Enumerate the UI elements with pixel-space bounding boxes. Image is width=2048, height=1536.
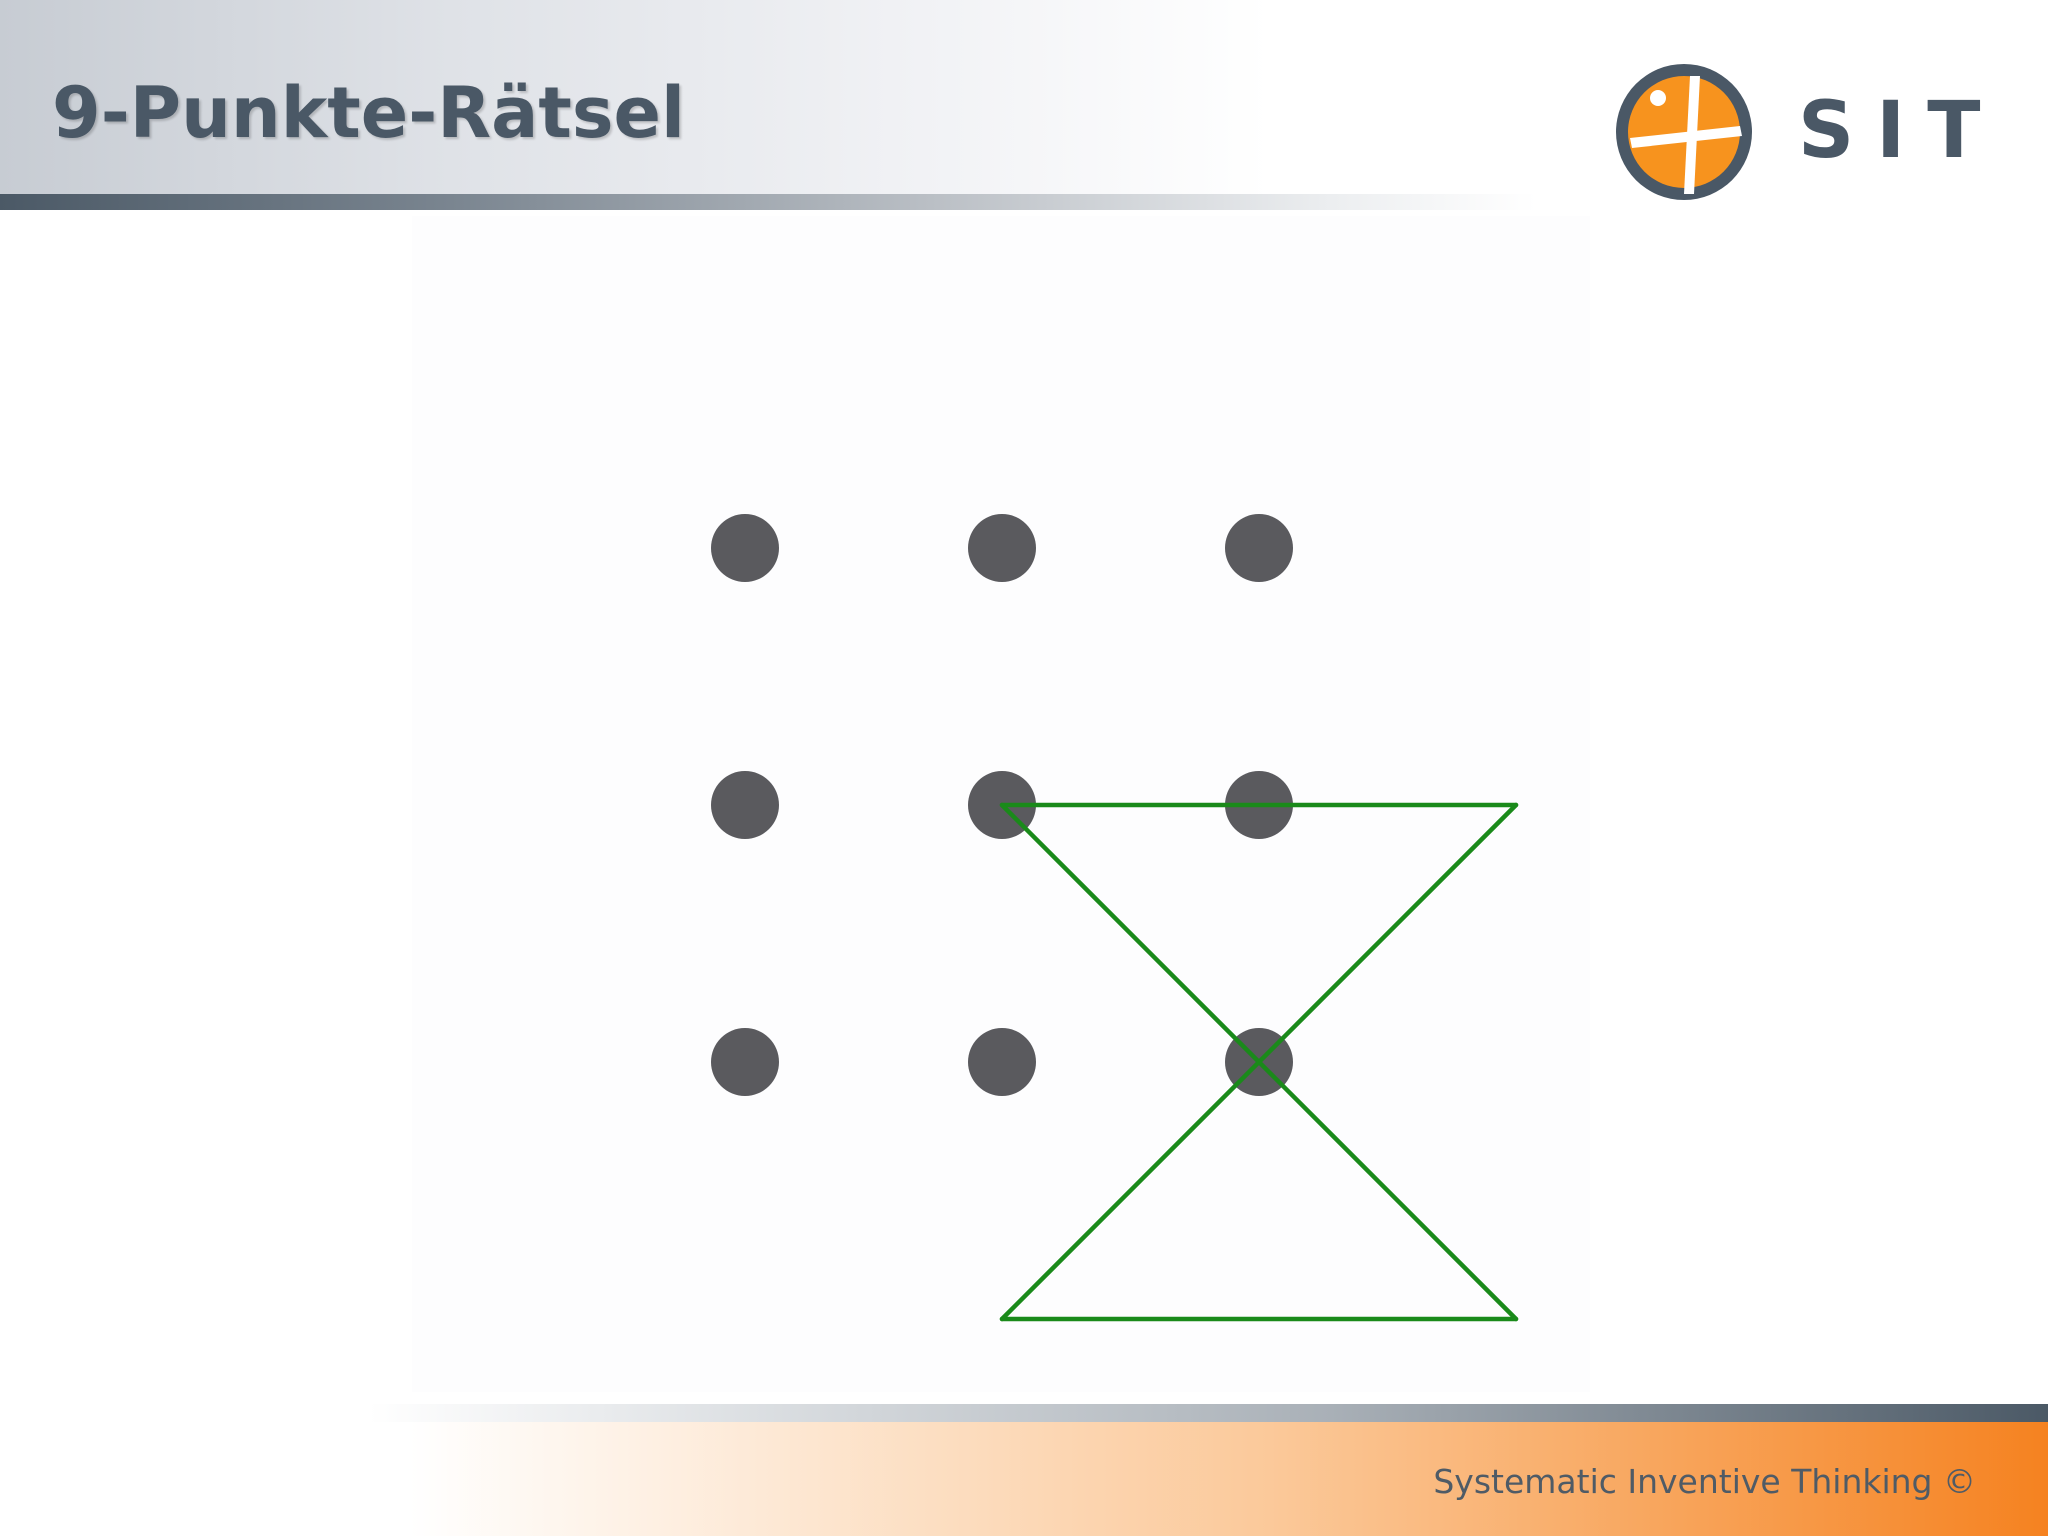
footer-copyright: Systematic Inventive Thinking © — [1433, 1462, 1976, 1501]
puzzle-dot — [711, 1028, 779, 1096]
footer-band — [0, 1422, 2048, 1536]
solution-line-segment — [999, 802, 1519, 1322]
sit-logo-icon — [1616, 64, 1752, 200]
logo-figure-arms — [1630, 126, 1742, 148]
logo-wordmark: SIT — [1798, 86, 2003, 176]
page-title: 9-Punkte-Rätsel — [52, 72, 686, 154]
puzzle-dot — [711, 771, 779, 839]
logo-figure-head — [1650, 90, 1666, 106]
solution-lines-layer — [999, 802, 1519, 1322]
puzzle-dot — [968, 1028, 1036, 1096]
header-rule — [0, 194, 2048, 210]
puzzle-dot — [1225, 514, 1293, 582]
footer-rule — [0, 1404, 2048, 1422]
puzzle-dot — [968, 514, 1036, 582]
puzzle-dot — [711, 514, 779, 582]
